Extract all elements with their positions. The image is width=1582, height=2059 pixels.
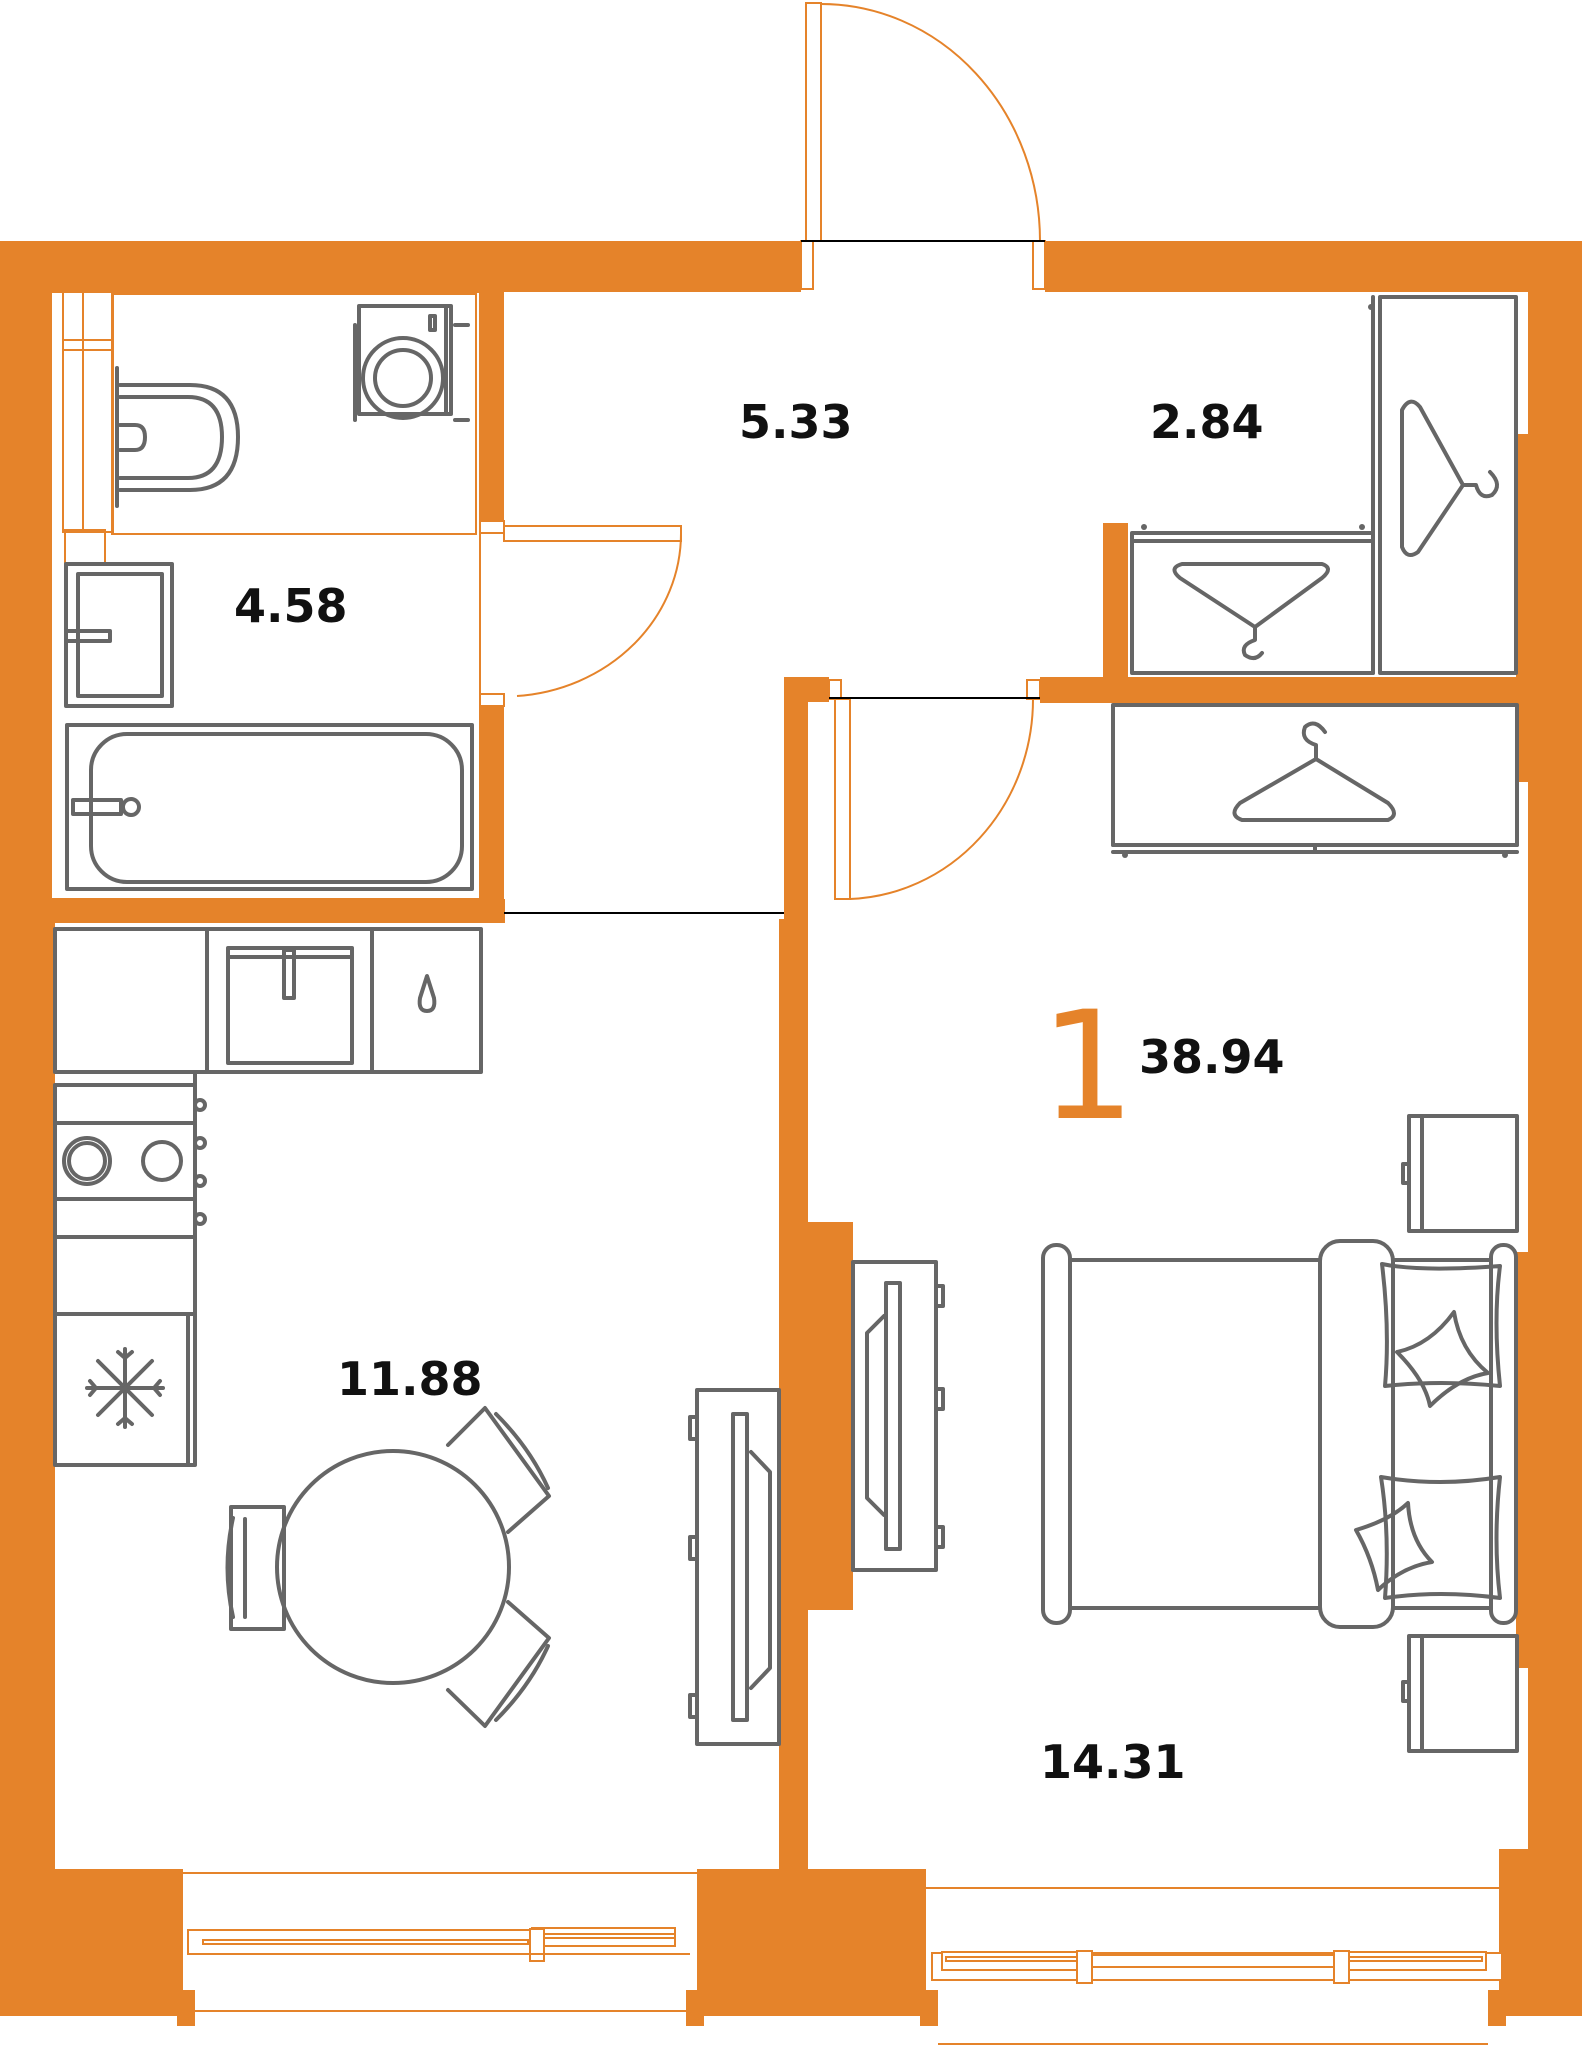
kitchen-column xyxy=(53,1070,207,1316)
bedroom-wardrobe xyxy=(1111,703,1519,858)
cushion xyxy=(1395,1310,1490,1408)
storage-wardrobe-vertical xyxy=(1368,295,1518,675)
wall-bathroom-bottom xyxy=(0,899,505,923)
walls xyxy=(0,241,1582,2026)
total-area: 38.94 xyxy=(1139,1030,1285,1084)
wall-storage-left xyxy=(1103,523,1128,703)
wall-top-left xyxy=(0,241,801,292)
wall-right-upper xyxy=(1528,241,1582,1881)
pillow xyxy=(1380,1262,1502,1388)
washbasin-icon xyxy=(64,562,174,708)
water-drop-icon xyxy=(417,974,437,1013)
entrance-door[interactable] xyxy=(800,2,1046,290)
hanger-icon xyxy=(1172,562,1330,660)
wall-top-right xyxy=(1045,241,1582,292)
washing-machine-icon xyxy=(353,304,470,422)
bathroom-area: 4.58 xyxy=(234,579,348,633)
snowflake-icon xyxy=(85,1347,165,1429)
wall-bottom-middle xyxy=(697,1869,926,2016)
cushion xyxy=(1354,1501,1434,1592)
nightstand-bottom xyxy=(1401,1634,1519,1753)
chair-top-right xyxy=(446,1406,551,1534)
hallway-area: 5.33 xyxy=(739,395,853,449)
nightstand-top xyxy=(1401,1114,1519,1233)
toilet-icon xyxy=(115,366,240,508)
kitchen-area: 11.88 xyxy=(337,1352,483,1406)
wall-bathroom-right-lower xyxy=(480,696,504,923)
bed-icon xyxy=(1041,1239,1518,1629)
wall-right-bed xyxy=(1516,1252,1530,1668)
kitchen-sink-icon xyxy=(226,946,354,1065)
wall-bottom-right xyxy=(1499,1849,1582,2016)
pillow xyxy=(1379,1475,1502,1600)
stove-icon xyxy=(62,1098,207,1226)
bathtub-icon xyxy=(65,723,474,891)
wall-bottom-left-foot xyxy=(177,1990,195,2026)
dining-table xyxy=(225,1406,551,1728)
fridge xyxy=(53,1312,197,1467)
wall-middle-cap xyxy=(784,677,829,702)
hanger-icon xyxy=(1400,399,1499,558)
wall-bottom-middle-foot2 xyxy=(920,1990,938,2026)
wall-left-lower xyxy=(0,900,55,2016)
room-count: 1 xyxy=(1040,980,1135,1154)
wall-bottom-right-foot xyxy=(1488,1990,1506,2026)
kitchen-tv-stand xyxy=(688,1388,781,1746)
storage-area: 2.84 xyxy=(1150,395,1264,449)
chair-bottom-right xyxy=(446,1600,551,1728)
bathroom-fixtures xyxy=(50,291,481,900)
window-bedroom xyxy=(926,1887,1503,2045)
bedroom-area: 14.31 xyxy=(1040,1735,1186,1789)
hanger-icon xyxy=(1232,721,1396,822)
wall-bottom-left xyxy=(0,1869,183,2016)
wall-bathroom-right-upper xyxy=(480,292,504,521)
window-kitchen xyxy=(183,1872,697,2012)
bedroom-tv-stand xyxy=(851,1260,945,1572)
bedroom-door[interactable] xyxy=(828,679,1041,900)
storage-wardrobe-horizontal xyxy=(1130,524,1375,675)
bathroom-door[interactable] xyxy=(479,520,683,707)
kitchen-counter xyxy=(53,927,483,1074)
chair-left xyxy=(225,1505,286,1631)
wall-middle-thick xyxy=(779,1222,853,1610)
wall-middle-upper xyxy=(784,677,808,922)
wall-bottom-middle-foot1 xyxy=(686,1990,704,2026)
